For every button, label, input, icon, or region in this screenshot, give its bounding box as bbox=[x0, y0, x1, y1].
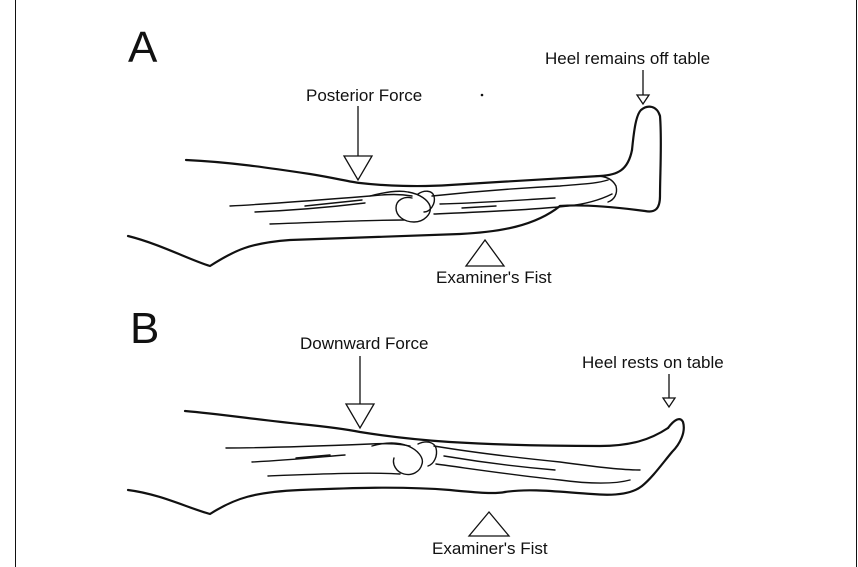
panel-a: A Posterior Force Heel remains off table bbox=[128, 23, 710, 287]
panel-b-fist-label: Examiner's Fist bbox=[432, 539, 548, 558]
panel-a-force-arrow bbox=[344, 106, 372, 180]
panel-b-fist-arrow bbox=[469, 512, 509, 536]
panel-a-heel-arrow bbox=[637, 70, 649, 104]
panel-a-fist-label: Examiner's Fist bbox=[436, 268, 552, 287]
panel-b-heel-label: Heel rests on table bbox=[582, 353, 724, 372]
panel-a-force-label: Posterior Force bbox=[306, 86, 422, 105]
panel-a-heel-label: Heel remains off table bbox=[545, 49, 710, 68]
panel-b-heel-arrow bbox=[663, 374, 675, 407]
panel-b-letter: B bbox=[130, 304, 159, 353]
panel-b-leg-drawing bbox=[128, 411, 684, 514]
panel-b: B Downward Force Heel rests on table bbox=[128, 304, 724, 558]
panel-b-force-label: Downward Force bbox=[300, 334, 429, 353]
panel-a-fist-arrow bbox=[466, 240, 504, 266]
panel-a-letter: A bbox=[128, 23, 158, 72]
panel-a-leg-drawing bbox=[128, 107, 661, 266]
panel-b-force-arrow bbox=[346, 356, 374, 428]
panel-a-stray-dot bbox=[481, 94, 484, 97]
